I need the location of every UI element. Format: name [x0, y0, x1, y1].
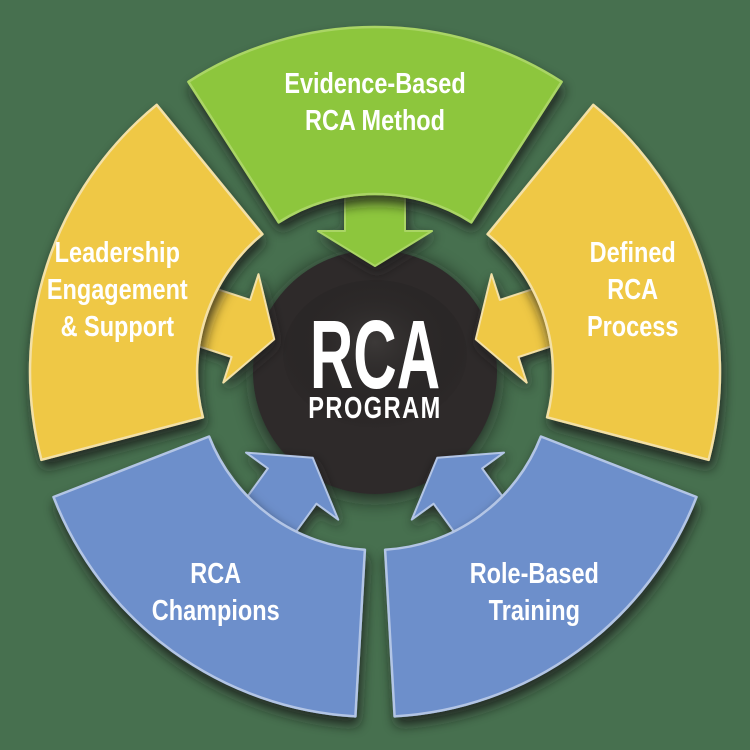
- segment-label-defined-rca-process-line1: Defined: [590, 235, 676, 268]
- segments-layer: [28, 25, 722, 718]
- segment-label-role-based-training-line2: Training: [489, 594, 580, 627]
- segment-label-leadership-engagement-support-line1: Leadership: [55, 235, 180, 268]
- segment-leadership-engagement-support: [28, 103, 264, 462]
- segment-evidence-based-rca-method: [187, 25, 563, 224]
- segment-label-leadership-engagement-support-line2: Engagement: [47, 272, 188, 305]
- segment-label-leadership-engagement-support-line3: & Support: [61, 309, 175, 342]
- segment-label-evidence-based-rca-method-line1: Evidence-Based: [284, 67, 465, 100]
- segment-label-rca-champions-line1: RCA: [190, 557, 241, 590]
- center-circle-sheen: [283, 280, 467, 428]
- segment-rca-champions: [52, 435, 367, 718]
- segment-label-defined-rca-process-line3: Process: [587, 309, 678, 342]
- segment-defined-rca-process: [486, 103, 722, 462]
- segment-label-role-based-training-line1: Role-Based: [470, 557, 599, 590]
- segment-label-rca-champions-line2: Champions: [152, 594, 280, 627]
- segment-role-based-training: [383, 435, 698, 718]
- center-title-text: RCA: [310, 301, 440, 409]
- center-circle-layer: [253, 250, 497, 494]
- segment-label-evidence-based-rca-method-line2: RCA Method: [305, 104, 445, 137]
- center-subtitle-text: PROGRAM: [308, 390, 442, 425]
- segment-label-defined-rca-process-line2: RCA: [607, 272, 658, 305]
